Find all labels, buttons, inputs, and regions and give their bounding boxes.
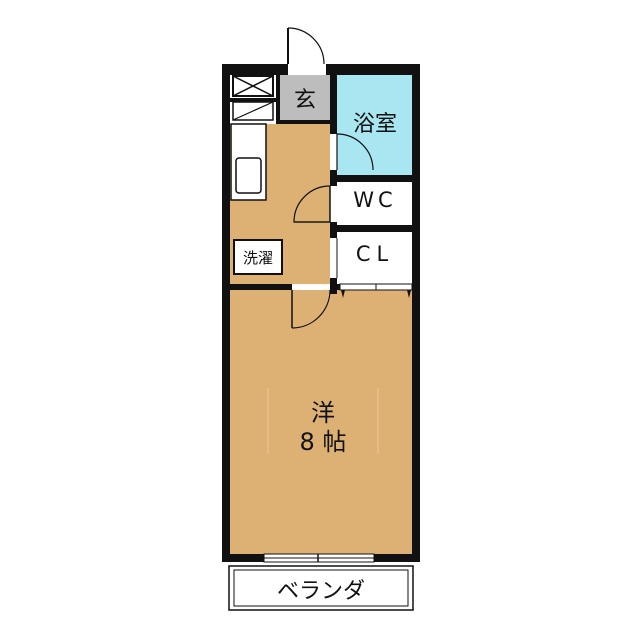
wall-kitchen-top	[230, 98, 276, 102]
wall-bath-left	[330, 75, 337, 294]
closet-label: CL	[355, 242, 395, 266]
wall-bath-wc	[330, 175, 420, 182]
wall-left	[222, 64, 230, 562]
entrance-door-opening	[288, 64, 326, 75]
balcony-label: ベランダ	[276, 579, 365, 604]
wall-top-right	[326, 64, 420, 75]
closet-door-opening	[330, 238, 337, 278]
wall-kitchen-room	[222, 284, 292, 290]
bathroom-label: 浴室	[352, 112, 397, 137]
bathroom-floor	[337, 75, 412, 175]
wall-wc-cl	[330, 225, 420, 232]
kitchen-sink	[235, 157, 262, 194]
western-room-size-label: 8 帖	[299, 428, 347, 456]
entrance-floor	[280, 75, 330, 124]
wall-entrance-bottom	[276, 120, 330, 124]
toilet-label: WC	[353, 188, 397, 212]
toilet-floor	[337, 182, 412, 225]
wall-right	[412, 64, 420, 562]
wc-door-opening	[330, 186, 337, 222]
room-door-opening	[292, 284, 330, 290]
wall-entrance-left	[276, 75, 280, 124]
laundry-label: 洗濯	[242, 249, 273, 267]
western-room-type-label: 洋	[311, 399, 335, 427]
western-room-floor	[230, 288, 412, 554]
entrance-label: 玄	[293, 88, 316, 113]
wall-top-left	[222, 64, 288, 75]
closet-floor	[337, 232, 412, 284]
bath-door-opening	[330, 134, 337, 170]
laundry-box	[233, 239, 283, 275]
balcony	[228, 565, 414, 611]
